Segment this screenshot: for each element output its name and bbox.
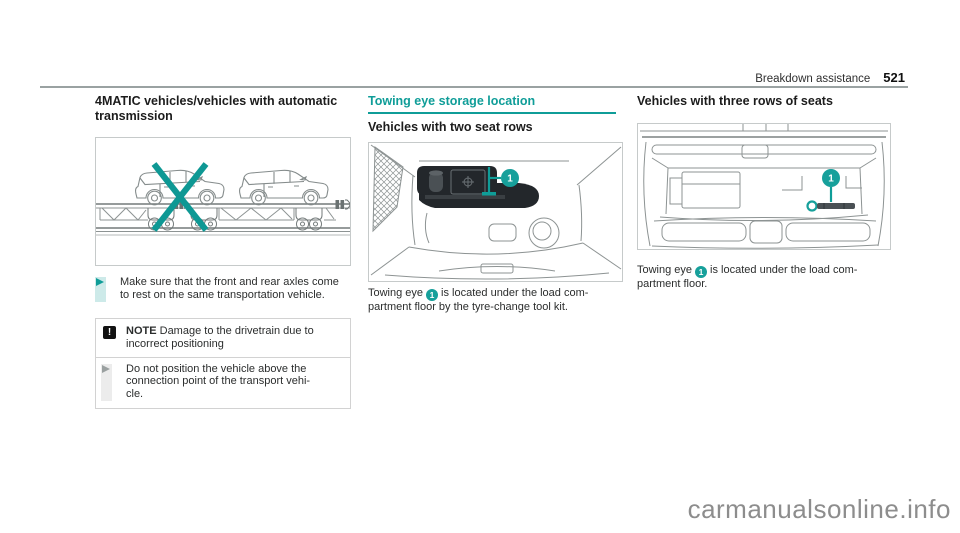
note-text: NOTE Damage to the drivetrain due to inc… [126, 325, 314, 350]
header-rule [40, 86, 908, 88]
callout-leader-line [487, 167, 501, 193]
suv-illustration [239, 169, 329, 206]
svg-text:1: 1 [507, 174, 513, 185]
tyre-change-tool-kit [417, 166, 539, 208]
load-compartment-two-rows-figure: 1 [368, 142, 623, 282]
watermark: carmanualsonline.info [687, 494, 951, 524]
svg-text:1: 1 [828, 174, 834, 185]
load-compartment-three-rows-illustration: 1 [640, 124, 888, 249]
page-header: Breakdown assistance 521 [755, 69, 905, 87]
towing-eye-marker: 1 [426, 289, 439, 301]
wagon-coupling-icon [335, 199, 350, 210]
instruction-bullet: Make sure that the front and rear axles … [95, 276, 351, 302]
note-label: NOTE [126, 325, 157, 337]
note-box: ! NOTE Damage to the drivetrain due to i… [95, 318, 351, 409]
instruction-text: Make sure that the front and rear axles … [120, 276, 339, 301]
load-compartment-two-rows-illustration: 1 [370, 144, 622, 280]
section-heading-link[interactable]: Towing eye storage location [368, 94, 536, 108]
note-divider [96, 356, 350, 358]
vent-grille [372, 146, 404, 233]
bullet-arrow-icon [96, 278, 104, 286]
transport-wagons-figure [95, 137, 351, 266]
load-compartment-three-rows-figure: 1 [637, 123, 891, 250]
callout-marker-1: 1 [822, 169, 840, 187]
towing-eye-marker: 1 [695, 266, 708, 278]
callout-marker-1: 1 [501, 169, 519, 187]
bullet-arrow-icon [102, 364, 110, 373]
vehicles-on-rail-transport-illustration [96, 162, 350, 236]
section-heading-underline [368, 112, 616, 114]
middle-column-subheading: Vehicles with two seat rows [368, 120, 533, 134]
towing-eye [806, 200, 855, 212]
wagon-bogie [295, 208, 323, 231]
towing-eye-location-mark [482, 192, 496, 196]
right-column-heading: Vehicles with three rows of seats [637, 94, 833, 108]
exclamation-warning-icon: ! [103, 326, 116, 339]
header-section-title: Breakdown assistance [755, 73, 871, 85]
header-page-number: 521 [883, 70, 905, 85]
prohibition-cross-icon [151, 162, 209, 232]
